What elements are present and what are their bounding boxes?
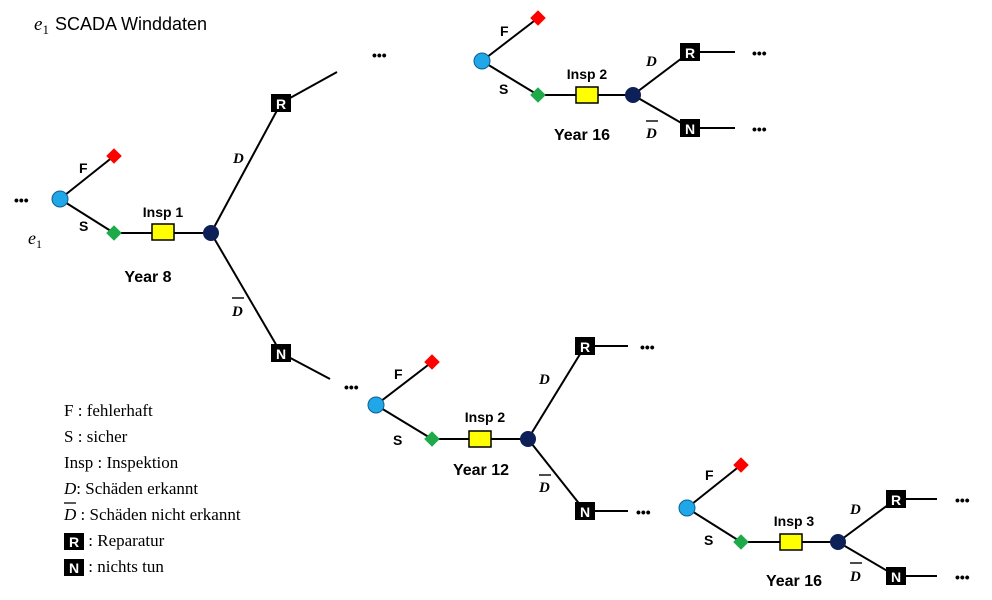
ellipsis-r: ••• [372,47,387,63]
start-label: e1 [28,228,42,251]
safe-node [424,431,440,447]
branch-label-s: S [499,81,508,97]
branch-label-d: D [538,372,550,388]
ellipsis-n: ••• [752,121,767,137]
inspection-box [575,86,599,104]
inspection-box [468,430,492,448]
branch-label-d: D [645,54,657,70]
tree-year-8: R N F S Insp 1 Year 8 D D ••• ••• ••• e1 [14,47,387,395]
tree-year-16-bottom: R N F S Insp 3 Year 16 D D ••• ••• [678,457,970,590]
repair-box [680,43,700,61]
inspection-label: Insp 1 [143,204,184,220]
branch-label-f: F [79,160,88,176]
legend: F : fehlerhaft S : sicher Insp : Inspekt… [63,401,241,576]
branch-label-dbar: D [231,304,243,320]
ellipsis-n: ••• [636,504,651,520]
failure-node [106,148,122,164]
nothing-box-label: N [685,121,695,137]
edge-s [59,198,115,234]
nothing-box [271,344,291,362]
decision-node [830,534,846,550]
branch-label-s: S [393,432,402,448]
year-label: Year 16 [766,573,822,590]
nothing-box-label: N [276,346,286,362]
safe-node [530,87,546,103]
nothing-box [575,502,595,520]
ellipsis-r: ••• [640,339,655,355]
edge-s [375,404,433,440]
repair-box [271,94,291,112]
edge-f [59,155,115,200]
year-label: Year 8 [124,269,171,286]
legend-item-d: D: Schäden erkannt [63,479,198,498]
inspection-label: Insp 3 [774,513,815,529]
chance-node [367,396,385,414]
tree-year-12: R N F S Insp 2 Year 12 D D ••• ••• [367,337,655,520]
legend-item-n: : nichts tun [84,557,164,576]
branch-label-s: S [704,532,713,548]
chance-node [51,190,69,208]
edge-d [210,102,282,234]
decision-node [520,431,536,447]
edge-f [481,17,539,62]
edge-s [686,507,742,543]
branch-label-s: S [79,218,88,234]
repair-box-label: R [891,492,901,508]
decision-node [203,225,219,241]
legend-nothing-box-label: N [69,560,79,576]
repair-box-label: R [276,96,286,112]
tree-year-16-top: R N F S Insp 2 Year 16 D D ••• ••• [473,10,767,144]
repair-box [886,490,906,508]
repair-box-label: R [580,339,590,355]
edge-f [375,361,433,406]
edge-f [686,464,742,509]
branch-label-dbar: D [645,126,657,142]
inspection-box [779,533,803,551]
branch-label-d: D [849,502,861,518]
legend-nothing-box [64,559,84,576]
branch-label-f: F [394,366,403,382]
legend-item-f: F : fehlerhaft [64,401,153,420]
nothing-box [886,567,906,585]
safe-node [733,534,749,550]
legend-item-r: : Reparatur [84,531,165,550]
decision-node [625,87,641,103]
legend-repair-box [64,533,84,550]
edge-dbar [210,232,282,354]
legend-item-s: S : sicher [64,427,128,446]
branch-label-d: D [232,151,244,167]
inspection-box [151,223,175,241]
nothing-box-label: N [891,569,901,585]
ellipsis-n: ••• [344,379,359,395]
inspection-label: Insp 2 [567,66,608,82]
edge-s [481,60,539,96]
branch-label-dbar: D [849,569,861,585]
repair-box-label: R [685,45,695,61]
branch-label-f: F [705,467,714,483]
legend-repair-box-label: R [69,534,79,550]
legend-item-insp: Insp : Inspektion [64,453,179,472]
branch-label-dbar: D [538,480,550,496]
repair-box [575,337,595,355]
inspection-label: Insp 2 [465,409,506,425]
ellipsis-r: ••• [752,45,767,61]
chance-node [678,499,696,517]
legend-item-dbar: D : Schäden nicht erkannt [63,505,241,524]
edge-d [527,345,586,440]
edge-dbar [527,438,586,512]
failure-node [530,10,546,26]
failure-node [424,354,440,370]
year-label: Year 16 [554,127,610,144]
safe-node [106,225,122,241]
nothing-box-label: N [580,504,590,520]
ellipsis-n: ••• [955,569,970,585]
chance-node [473,52,491,70]
ellipsis-r: ••• [955,492,970,508]
ellipsis-start: ••• [14,192,29,208]
nothing-box [680,119,700,137]
branch-label-f: F [500,23,509,39]
year-label: Year 12 [453,462,509,479]
